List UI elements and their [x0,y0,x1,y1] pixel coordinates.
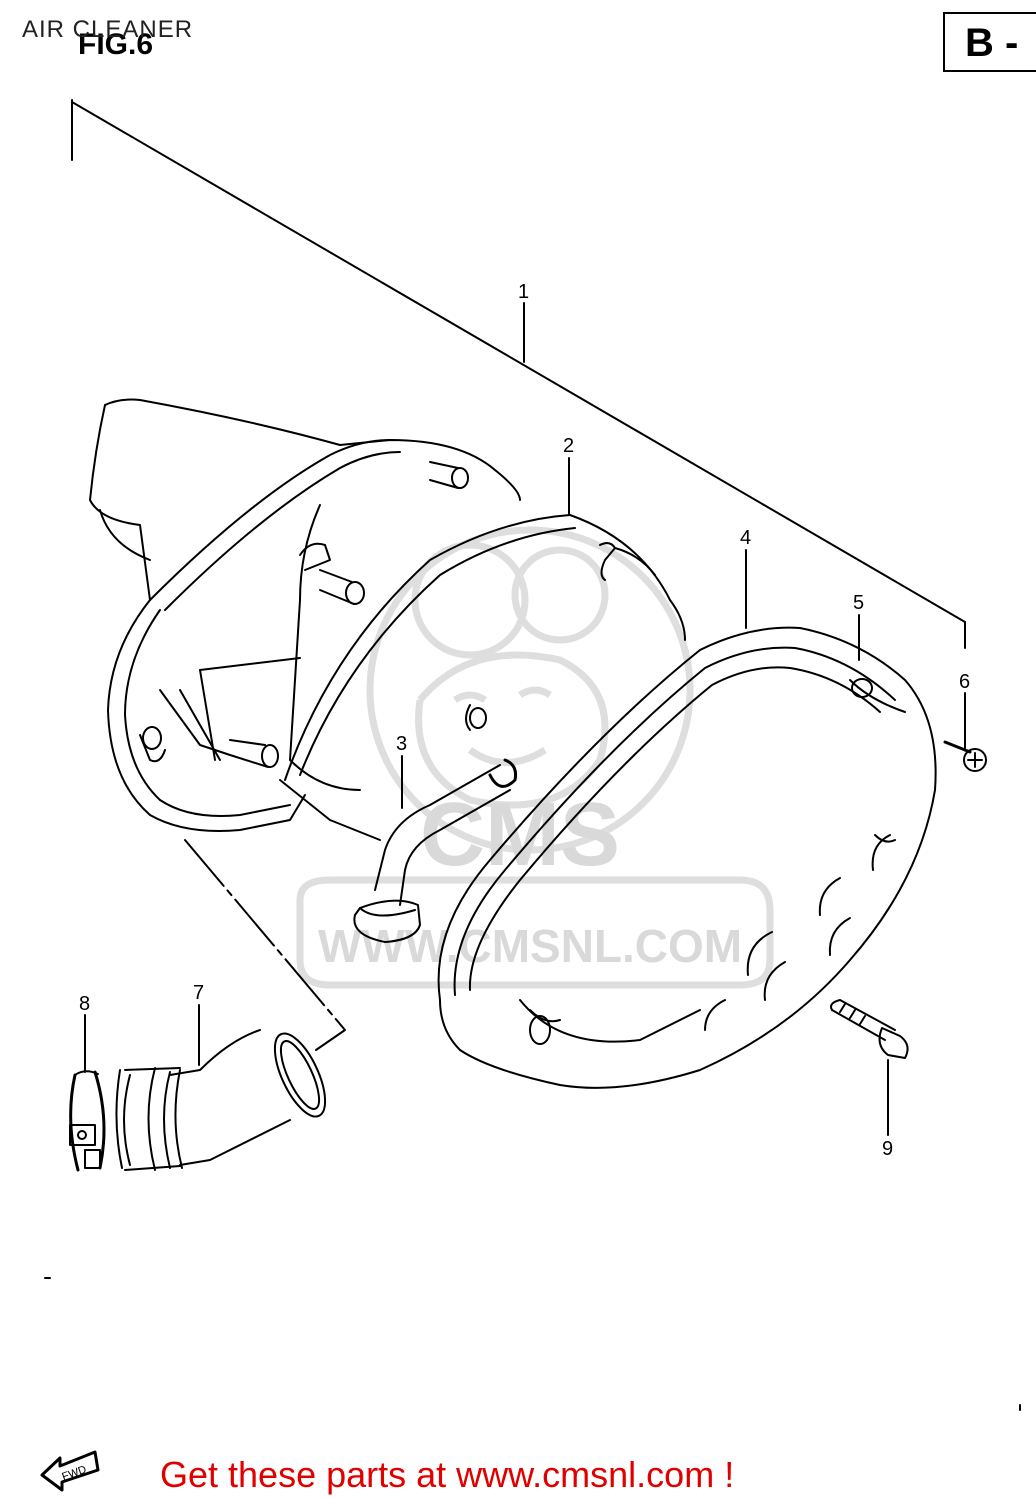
diagram-caption: AIR CLEANER [22,16,194,43]
callout-6: 6 [959,671,970,693]
callout-9: 9 [882,1138,893,1160]
hose-clamp [69,1070,106,1172]
callout-2: 2 [563,435,574,457]
bolt [830,999,909,1059]
fwd-label: FWD [60,1464,88,1484]
fwd-arrow-icon: FWD [40,1450,100,1492]
callout-7: 7 [193,982,204,1004]
callout-8: 8 [79,993,90,1015]
promo-link[interactable]: Get these parts at www.cmsnl.com ! [160,1454,735,1495]
screw [943,740,987,772]
air-cleaner-case [89,398,521,841]
watermark-url: WWW.CMSNL.COM [318,920,742,972]
air-cleaner-element [284,514,686,781]
callout-3: 3 [396,733,407,755]
callout-4: 4 [740,527,751,549]
callout-5: 5 [853,592,864,614]
watermark-logo-text: CMS [420,785,620,885]
callout-1: 1 [518,281,529,303]
air-cleaner-cover [437,626,937,1089]
intake-pipe [115,1029,327,1171]
leader-lines [84,302,966,1136]
page-reference: B - [943,12,1036,72]
drain-hose [353,758,517,943]
assembly-bracket [71,99,966,1051]
watermark-logo: CMS WWW.CMSNL.COM [296,526,774,989]
figure-label: FIG.6 [78,28,154,61]
